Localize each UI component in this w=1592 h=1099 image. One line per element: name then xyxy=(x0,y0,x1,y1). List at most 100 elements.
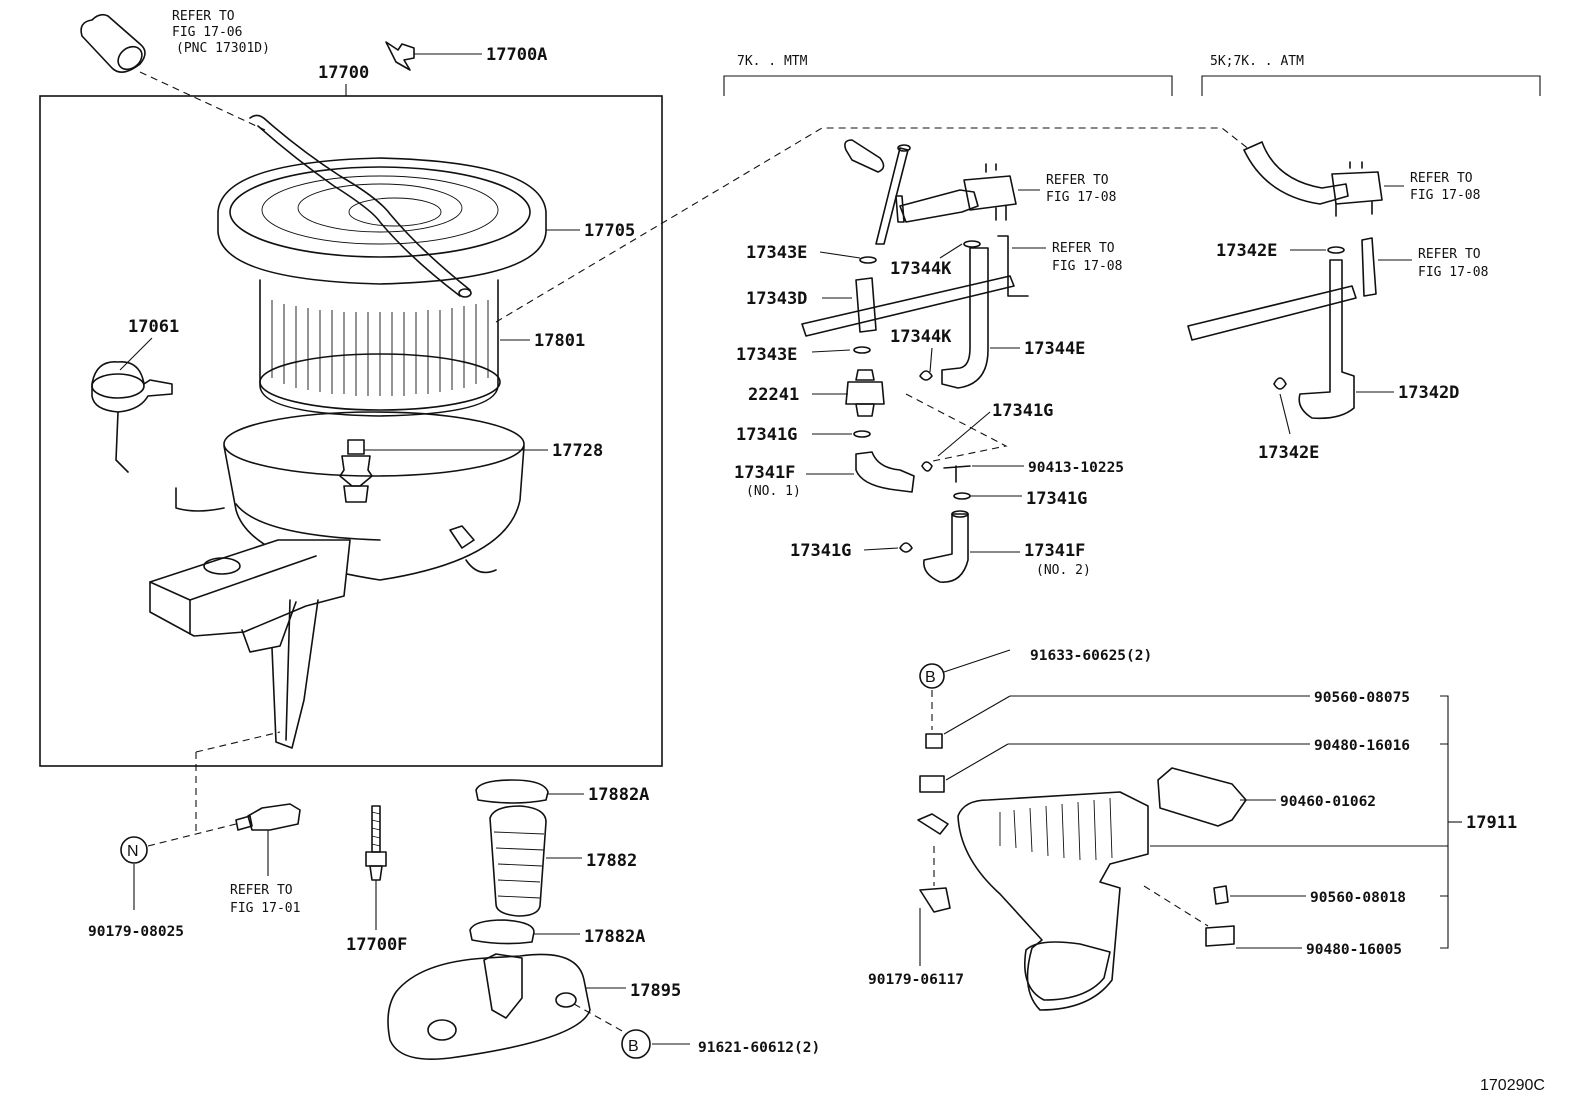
label-90560-08018: 90560-08018 xyxy=(1310,890,1406,906)
ref-fig-17-08-d-line2: FIG 17-08 xyxy=(1418,265,1488,280)
bracket-atm xyxy=(1201,75,1541,96)
label-90179-06117: 90179-06117 xyxy=(868,972,964,988)
vsv-fig-17-01 xyxy=(235,803,301,876)
ref-fig-17-08-b-line1: REFER TO xyxy=(1052,241,1115,256)
label-17344k-b: 17344K xyxy=(890,327,952,347)
label-17700: 17700 xyxy=(318,63,369,83)
label-17911: 17911 xyxy=(1466,813,1517,833)
hose-17341f-no2 xyxy=(923,513,969,583)
section-mtm: 7K. . MTM xyxy=(737,54,808,69)
pipe-90413 xyxy=(943,465,971,483)
assembly-frame-17700 xyxy=(39,95,663,767)
label-17341g-a: 17341G xyxy=(992,401,1053,421)
label-17705: 17705 xyxy=(584,221,635,241)
sensor-17728 xyxy=(339,439,548,503)
air-cleaner-cap-17705 xyxy=(217,114,580,298)
callout-b-upper: B xyxy=(919,649,1011,730)
ref-fig-17-06-line2: FIG 17-06 xyxy=(172,25,242,40)
hose-ref-fig-17-06 xyxy=(80,13,266,131)
bolt-90179-06117 xyxy=(919,887,951,913)
label-17700f: 17700F xyxy=(346,935,407,955)
dashed-link-22241 xyxy=(905,393,1008,463)
hose-17343d xyxy=(855,277,877,333)
hose-17882 xyxy=(489,805,582,917)
ref-fig-17-01-line1: REFER TO xyxy=(230,883,293,898)
label-17882: 17882 xyxy=(586,851,637,871)
wing-nut-17700a xyxy=(385,41,482,71)
section-atm: 5K;7K. . ATM xyxy=(1210,54,1304,69)
label-17882a-upper: 17882A xyxy=(588,785,649,805)
label-17341g-b: 17341G xyxy=(736,425,797,445)
label-17343d: 17343D xyxy=(746,289,807,309)
vacuum-motor-17061 xyxy=(91,337,173,473)
hose-long-mtm xyxy=(801,275,1015,337)
hose-long-atm xyxy=(1187,285,1357,341)
label-17341f-2: 17341F xyxy=(1024,541,1085,561)
label-17882a-lower: 17882A xyxy=(584,927,645,947)
figure-id: 170290C xyxy=(1480,1077,1545,1094)
label-17342d: 17342D xyxy=(1398,383,1459,403)
callout-b-letter-2: B xyxy=(628,1038,639,1055)
clamp-90460-01062 xyxy=(1157,767,1247,827)
valve-22241 xyxy=(845,369,885,417)
ref-fig-17-08-d-line1: REFER TO xyxy=(1418,247,1481,262)
ref-fig-17-08-a-line1: REFER TO xyxy=(1046,173,1109,188)
label-17342e-a: 17342E xyxy=(1216,241,1277,261)
hose-17344e xyxy=(941,247,989,389)
label-90460-01062: 90460-01062 xyxy=(1280,794,1376,810)
label-90480-16005: 90480-16005 xyxy=(1306,942,1402,958)
ref-fig-17-08-a-line2: FIG 17-08 xyxy=(1046,190,1116,205)
label-90179-08025: 90179-08025 xyxy=(88,924,184,940)
clip-17344k xyxy=(919,370,933,381)
bolt-17700f xyxy=(365,805,387,930)
nut-90560-08018 xyxy=(1213,885,1229,905)
dashed-link-17705 xyxy=(495,127,1251,323)
clamp-17882a-lower xyxy=(469,919,535,945)
label-90560-08075: 90560-08075 xyxy=(1314,690,1410,706)
intake-duct-17911 xyxy=(917,791,1448,1011)
label-17061: 17061 xyxy=(128,317,179,337)
hose-17342d xyxy=(1298,259,1355,420)
label-17344k-a: 17344K xyxy=(890,259,952,279)
ref-fig-17-06-line3: (PNC 17301D) xyxy=(176,41,270,56)
mtm-hose-assembly xyxy=(844,139,1040,245)
label-17728: 17728 xyxy=(552,441,603,461)
atm-hose-assembly xyxy=(1243,141,1404,217)
filter-element-17801 xyxy=(259,279,530,417)
label-17341f-1: 17341F xyxy=(734,463,795,483)
ref-fig-17-08-c-line1: REFER TO xyxy=(1410,171,1473,186)
callout-b-letter-1: B xyxy=(925,669,936,686)
air-cleaner-housing xyxy=(149,411,525,832)
hose-17341f-no1 xyxy=(855,451,915,493)
label-17344e: 17344E xyxy=(1024,339,1085,359)
label-17341g-c: 17341G xyxy=(1026,489,1087,509)
label-17700a: 17700A xyxy=(486,45,547,65)
callout-n: N xyxy=(120,823,237,910)
clamp-17882a-upper xyxy=(475,779,549,804)
label-17341g-d: 17341G xyxy=(790,541,851,561)
ref-fig-17-06-line1: REFER TO xyxy=(172,9,235,24)
ref-fig-17-01-line2: FIG 17-01 xyxy=(230,901,300,916)
label-17341f-2-note: (NO. 2) xyxy=(1036,563,1091,578)
intake-pipe-17895 xyxy=(387,953,626,1060)
nut-90560-08075 xyxy=(925,733,943,749)
grommet-90480-16005 xyxy=(1205,925,1235,947)
label-17342e-b: 17342E xyxy=(1258,443,1319,463)
label-17341f-1-note: (NO. 1) xyxy=(746,484,801,499)
ref-fig-17-08-c-line2: FIG 17-08 xyxy=(1410,188,1480,203)
hose-vertical-right xyxy=(997,235,1029,297)
label-17343e-b: 17343E xyxy=(736,345,797,365)
label-91621-60612: 91621-60612(2) xyxy=(698,1040,820,1056)
label-17801: 17801 xyxy=(534,331,585,351)
label-90480-16016: 90480-16016 xyxy=(1314,738,1410,754)
label-91633-60625: 91633-60625(2) xyxy=(1030,648,1152,664)
label-17343e-a: 17343E xyxy=(746,243,807,263)
callout-n-letter: N xyxy=(127,843,139,860)
label-90413-10225: 90413-10225 xyxy=(1028,460,1124,476)
label-17895: 17895 xyxy=(630,981,681,1001)
bracket-17911 xyxy=(1440,695,1449,949)
grommet-90480-16016 xyxy=(919,775,945,793)
callout-b-lower: B xyxy=(621,1029,690,1059)
label-22241: 22241 xyxy=(748,385,799,405)
